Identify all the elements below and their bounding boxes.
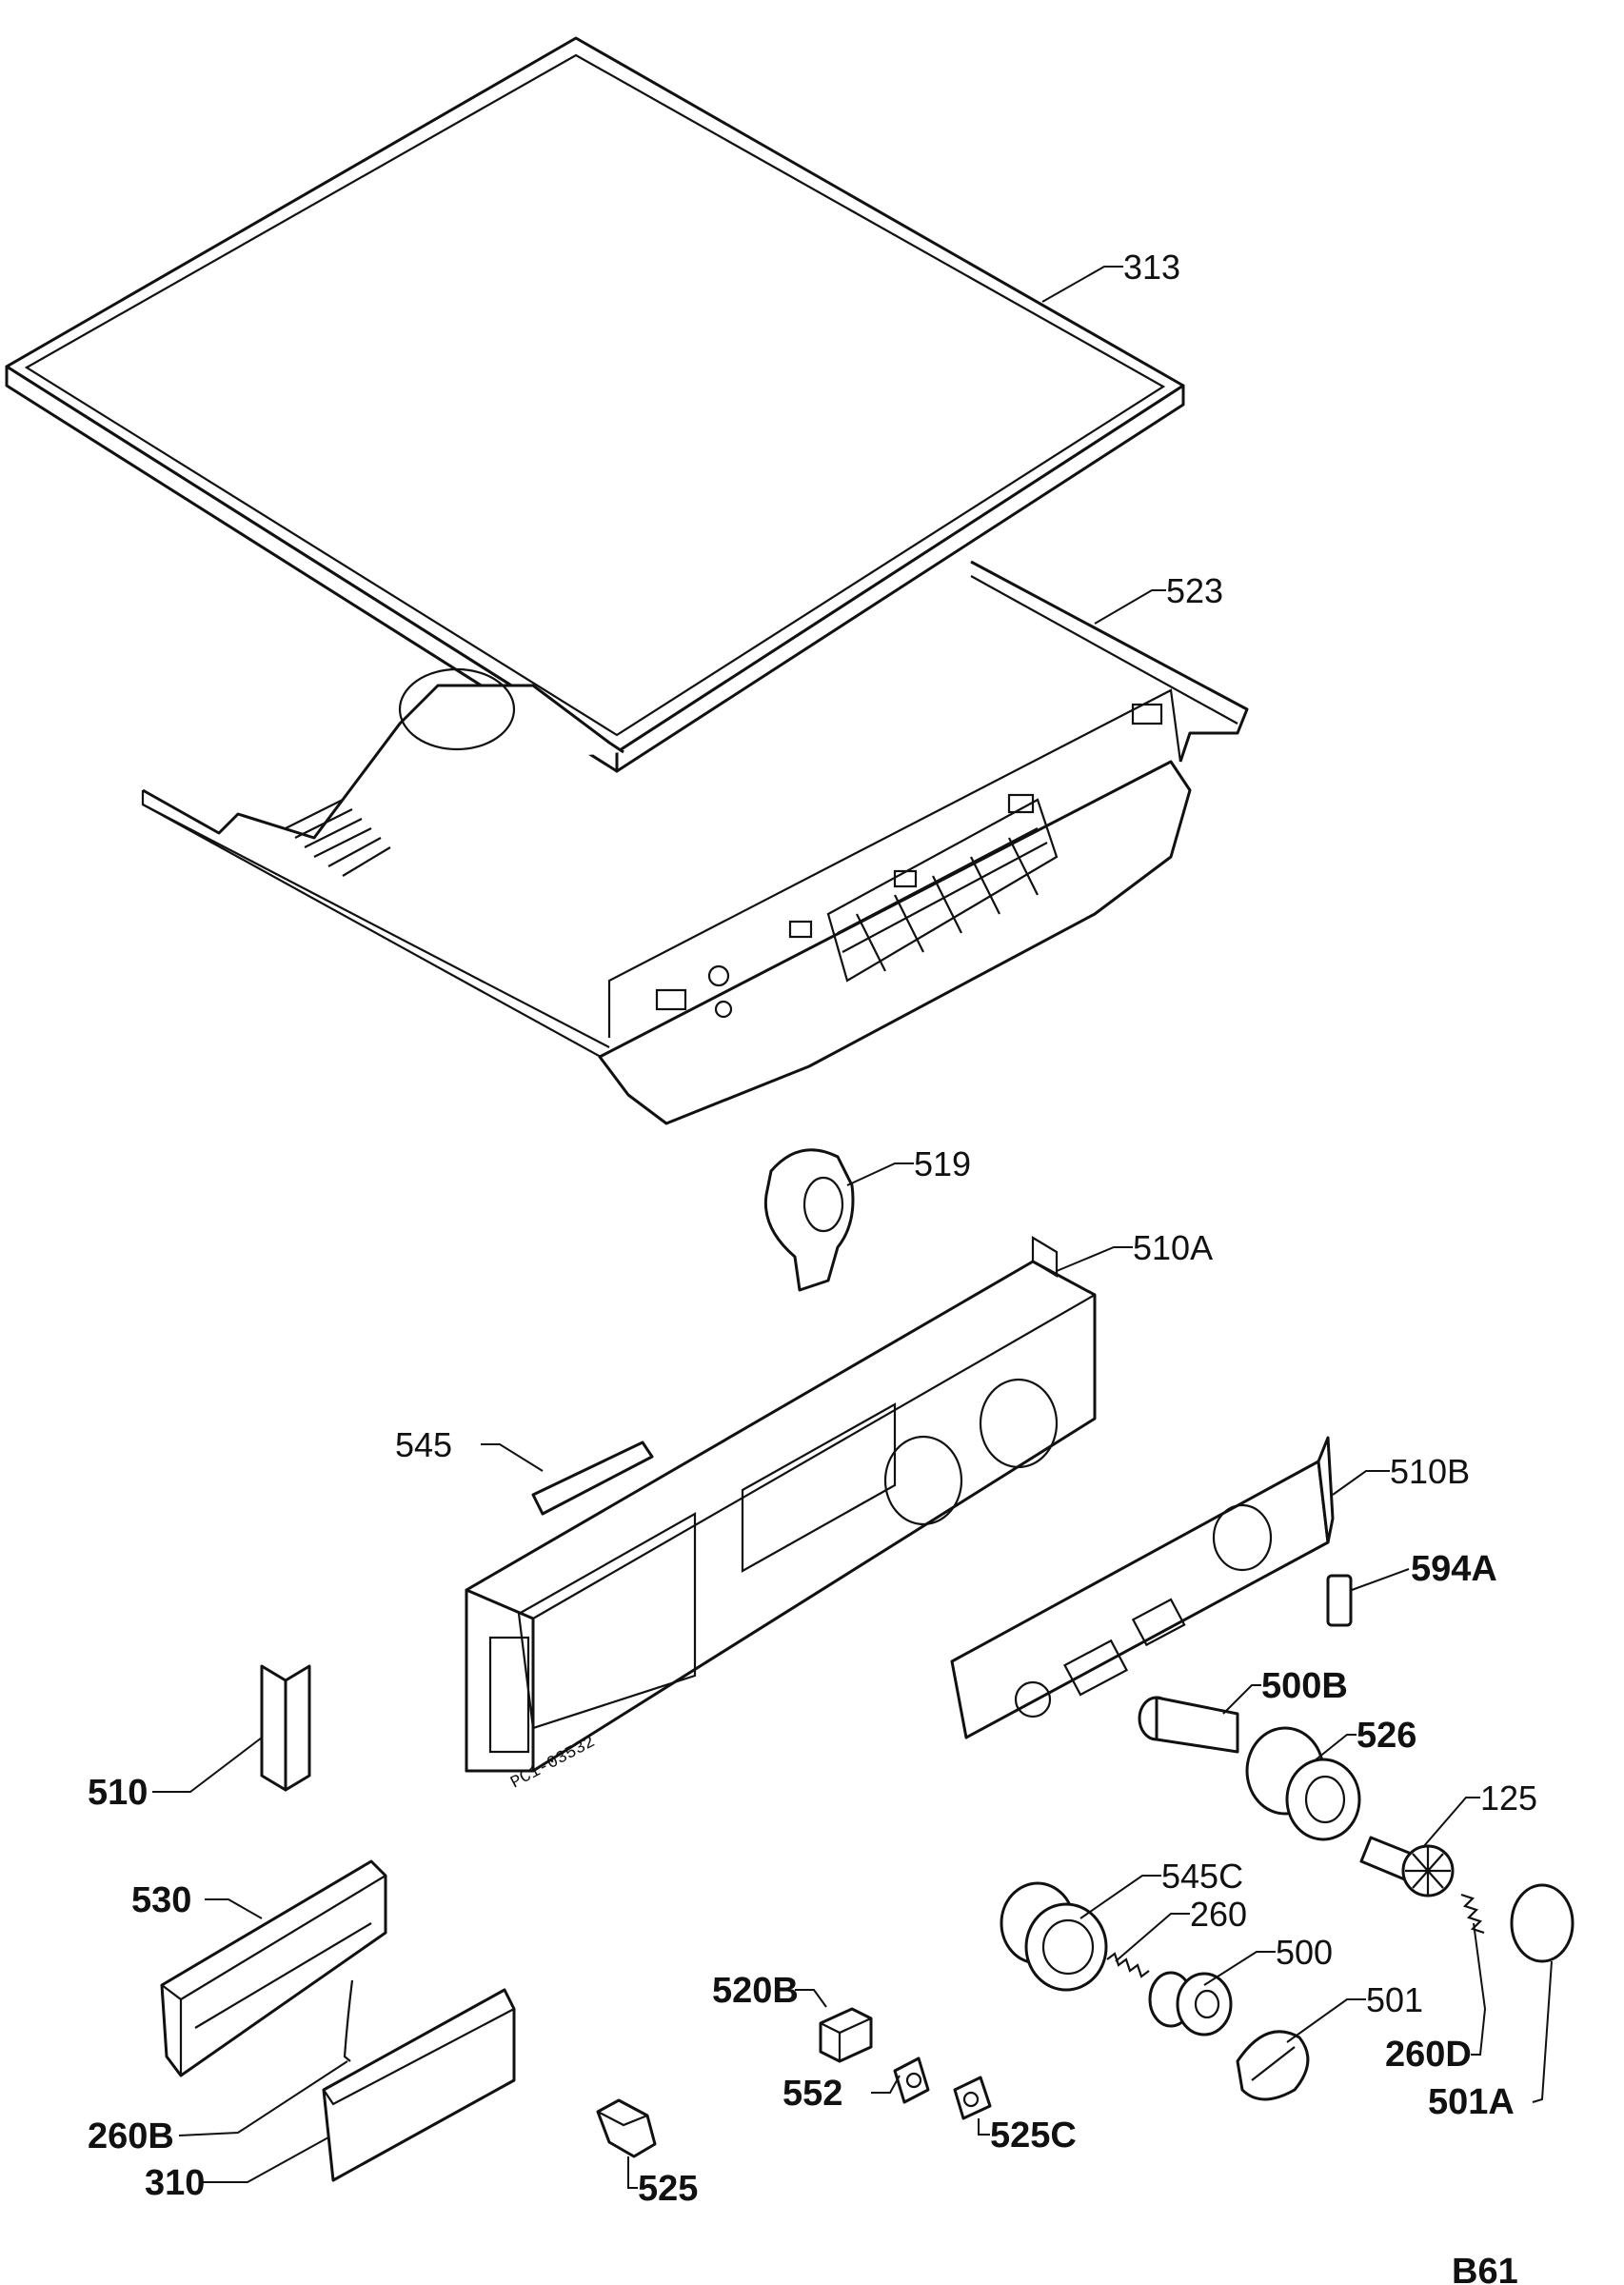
part-310-flap <box>322 1988 516 2182</box>
callout-519: 519 <box>914 1144 971 1183</box>
part-125-shaft <box>1359 1836 1455 1898</box>
callout-500b: 500B <box>1261 1666 1348 1706</box>
part-260-spring <box>1106 1952 1150 1978</box>
part-552-bracket <box>893 2056 930 2104</box>
part-501a-cap <box>1510 1883 1574 1963</box>
callout-523: 523 <box>1166 571 1223 610</box>
part-260d-spring <box>1460 1893 1485 1935</box>
part-525-small-clip <box>596 2098 657 2158</box>
part-510-corner-trim <box>260 1664 311 1792</box>
part-500b-shaft <box>1138 1696 1239 1754</box>
callout-260: 260 <box>1190 1895 1247 1934</box>
callout-552: 552 <box>782 2074 842 2114</box>
callout-313: 313 <box>1123 248 1180 287</box>
callout-510: 510 <box>88 1773 148 1813</box>
callout-525: 525 <box>638 2169 698 2209</box>
part-519-cam-bracket <box>763 1148 855 1292</box>
part-313-top-lid <box>5 36 1185 773</box>
part-523-chassis-frame <box>141 560 1249 1125</box>
part-530-drawer-handle <box>160 1859 387 2077</box>
part-594a-block <box>1326 1574 1353 1627</box>
callout-501: 501 <box>1366 1980 1423 2019</box>
callout-510a: 510A <box>1133 1228 1213 1267</box>
callout-260b: 260B <box>88 2116 174 2156</box>
part-501-knob <box>1236 2030 1310 2101</box>
part-525c-clip <box>953 2076 992 2120</box>
callout-310: 310 <box>145 2163 205 2203</box>
part-545c-bezel-ring <box>1000 1881 1108 1992</box>
callout-125: 125 <box>1480 1778 1537 1818</box>
callout-520b: 520B <box>712 1971 799 2011</box>
part-510b-fascia-plate <box>950 1436 1335 1739</box>
callout-500: 500 <box>1276 1933 1333 1972</box>
callout-labels: 313 523 519 510A 545 510B 594A 500B 526 … <box>88 248 1537 2209</box>
part-510a-control-panel <box>465 1236 1097 1773</box>
callout-545: 545 <box>395 1425 452 1464</box>
part-260b-spring-clip <box>343 1979 354 2062</box>
part-545-button-bar <box>531 1441 654 1516</box>
callout-545c: 545C <box>1161 1857 1243 1896</box>
part-526-sleeve <box>1245 1726 1361 1841</box>
callout-501a: 501A <box>1428 2082 1515 2122</box>
page-reference: B61 <box>1452 2252 1518 2285</box>
part-500-knob-insert <box>1148 1971 1233 2037</box>
callout-510b: 510B <box>1390 1452 1470 1491</box>
callout-526: 526 <box>1357 1716 1416 1756</box>
callout-530: 530 <box>131 1880 191 1920</box>
callout-525c: 525C <box>990 2116 1077 2156</box>
part-520b-block <box>819 2007 873 2063</box>
leader-lines <box>152 266 1553 2189</box>
callout-260d: 260D <box>1385 2035 1472 2075</box>
callout-594a: 594A <box>1411 1549 1497 1589</box>
